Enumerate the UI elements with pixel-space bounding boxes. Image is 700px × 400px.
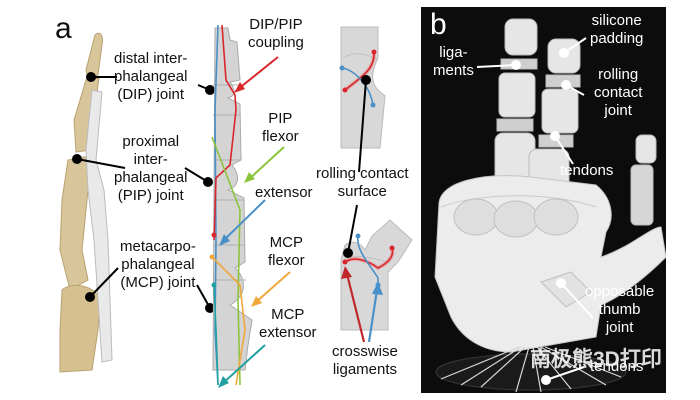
tendons-top-label: tendons — [560, 162, 614, 179]
silicone-padding-label: silicone padding — [590, 12, 644, 47]
opposable-thumb-joint-label: opposable thumb joint — [585, 283, 655, 336]
mcp-flexor-label: MCP flexor — [268, 234, 305, 269]
mcp-point — [85, 292, 95, 302]
dip-joint-label: distal inter- phalangeal (DIP) joint — [114, 50, 188, 103]
pinky-finger — [630, 134, 657, 226]
anatomy-pointers — [72, 72, 215, 313]
coupling-arrowhead — [234, 82, 245, 93]
red-crosswise-arrowhead — [341, 266, 352, 279]
tendon-arrows — [218, 56, 291, 388]
robotic-hand-photo — [421, 7, 666, 393]
robot-dip-point — [205, 85, 215, 95]
blue-ligament-flexed — [357, 235, 379, 285]
panel-a-letter: a — [55, 12, 72, 45]
mcp-extensor-arrowhead — [218, 376, 229, 388]
base-tendons — [435, 346, 627, 393]
mcp-joint-label: metacarpo- phalangeal (MCP) joint — [120, 238, 196, 291]
crosswise-ligaments-label: crosswise ligaments — [332, 343, 398, 378]
green-pip-flexor-tendon — [211, 136, 241, 386]
tendons-bottom-label: tendons — [590, 358, 644, 375]
joint-detail-straight — [339, 26, 386, 173]
robotic-hand-drawing — [434, 18, 666, 393]
palm — [434, 175, 666, 353]
photo-pointers — [476, 37, 594, 385]
mcp-flexor-arrowhead — [251, 296, 262, 307]
dip-point — [86, 72, 96, 82]
tendon-sheath — [85, 89, 113, 363]
red-coupling-tendon — [213, 24, 237, 241]
robot-pip-point — [203, 177, 213, 187]
rolling-contact-point-bottom — [343, 248, 353, 258]
teal-mcp-extensor-tendon — [213, 284, 219, 386]
rolling-contact-surface-label: rolling contact surface — [316, 165, 409, 200]
orange-mcp-flexor-tendon — [211, 256, 246, 386]
pip-flexor-label: PIP flexor — [262, 110, 299, 145]
rolling-contact-joint-label: rolling contact joint — [594, 66, 643, 119]
anatomical-finger — [59, 32, 113, 373]
distal-phalanx — [85, 32, 103, 79]
extensor-arrowhead — [219, 234, 230, 246]
pip-point — [72, 154, 82, 164]
pip-flexor-arrowhead — [244, 172, 255, 183]
dip-pip-coupling-label: DIP/PIP coupling — [248, 16, 304, 51]
robotic-finger — [209, 24, 253, 386]
robot-mcp-point — [205, 303, 215, 313]
extensor-label: extensor — [255, 184, 313, 201]
watermark: 南极熊3D打印 — [530, 348, 662, 371]
joint-detail-flexed — [340, 204, 413, 343]
blue-crosswise-arrowhead — [372, 282, 383, 295]
rolling-contact-point-top — [361, 75, 371, 85]
mcp-extensor-label: MCP extensor — [259, 306, 317, 341]
ligaments-label: liga- ments — [433, 44, 474, 79]
pip-joint-label: proximal inter- phalangeal (PIP) joint — [114, 133, 188, 204]
proximal-phalanx — [59, 155, 91, 291]
red-ligament-flexed — [344, 247, 394, 269]
panel-b-letter: b — [430, 8, 447, 41]
